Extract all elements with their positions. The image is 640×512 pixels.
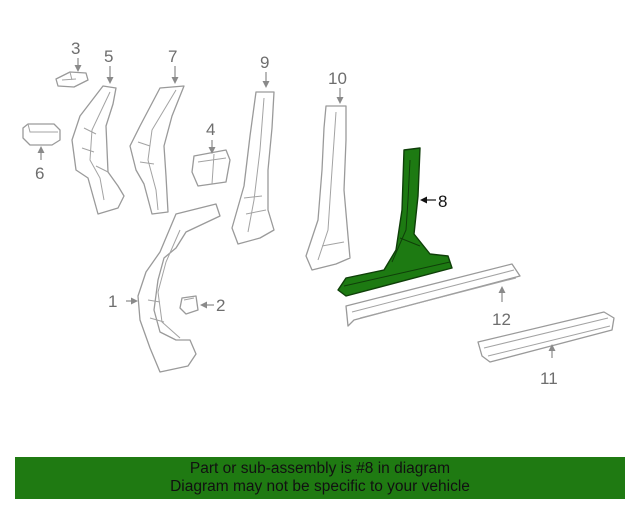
callout-2: 2 xyxy=(216,296,225,315)
callout-1: 1 xyxy=(108,292,117,311)
part-8-highlighted[interactable] xyxy=(337,147,453,297)
callout-11: 11 xyxy=(540,369,558,388)
callout-3: 3 xyxy=(71,39,80,58)
part-6[interactable] xyxy=(22,123,61,146)
callout-4: 4 xyxy=(206,120,215,139)
part-2[interactable] xyxy=(179,295,199,315)
part-3[interactable] xyxy=(55,71,89,88)
banner-line-1: Part or sub-assembly is #8 in diagram xyxy=(189,460,451,477)
info-banner: Part or sub-assembly is #8 in diagram Di… xyxy=(15,457,625,499)
part-10[interactable] xyxy=(305,105,351,271)
callout-5: 5 xyxy=(104,47,113,66)
callout-8: 8 xyxy=(438,192,447,211)
part-11[interactable] xyxy=(477,311,615,363)
callout-9: 9 xyxy=(260,53,269,72)
part-1[interactable] xyxy=(137,203,221,373)
callout-12: 12 xyxy=(492,310,511,329)
part-12[interactable] xyxy=(345,263,521,327)
part-4[interactable] xyxy=(191,149,231,187)
part-9[interactable] xyxy=(231,91,275,245)
banner-line-2: Diagram may not be specific to your vehi… xyxy=(170,478,470,495)
parts-diagram: 3 6 5 7 4 9 10 xyxy=(22,39,615,388)
part-5[interactable] xyxy=(71,85,125,215)
callout-7: 7 xyxy=(168,47,177,66)
part-7[interactable] xyxy=(129,85,185,215)
callout-6: 6 xyxy=(35,164,44,183)
callout-10: 10 xyxy=(328,69,347,88)
